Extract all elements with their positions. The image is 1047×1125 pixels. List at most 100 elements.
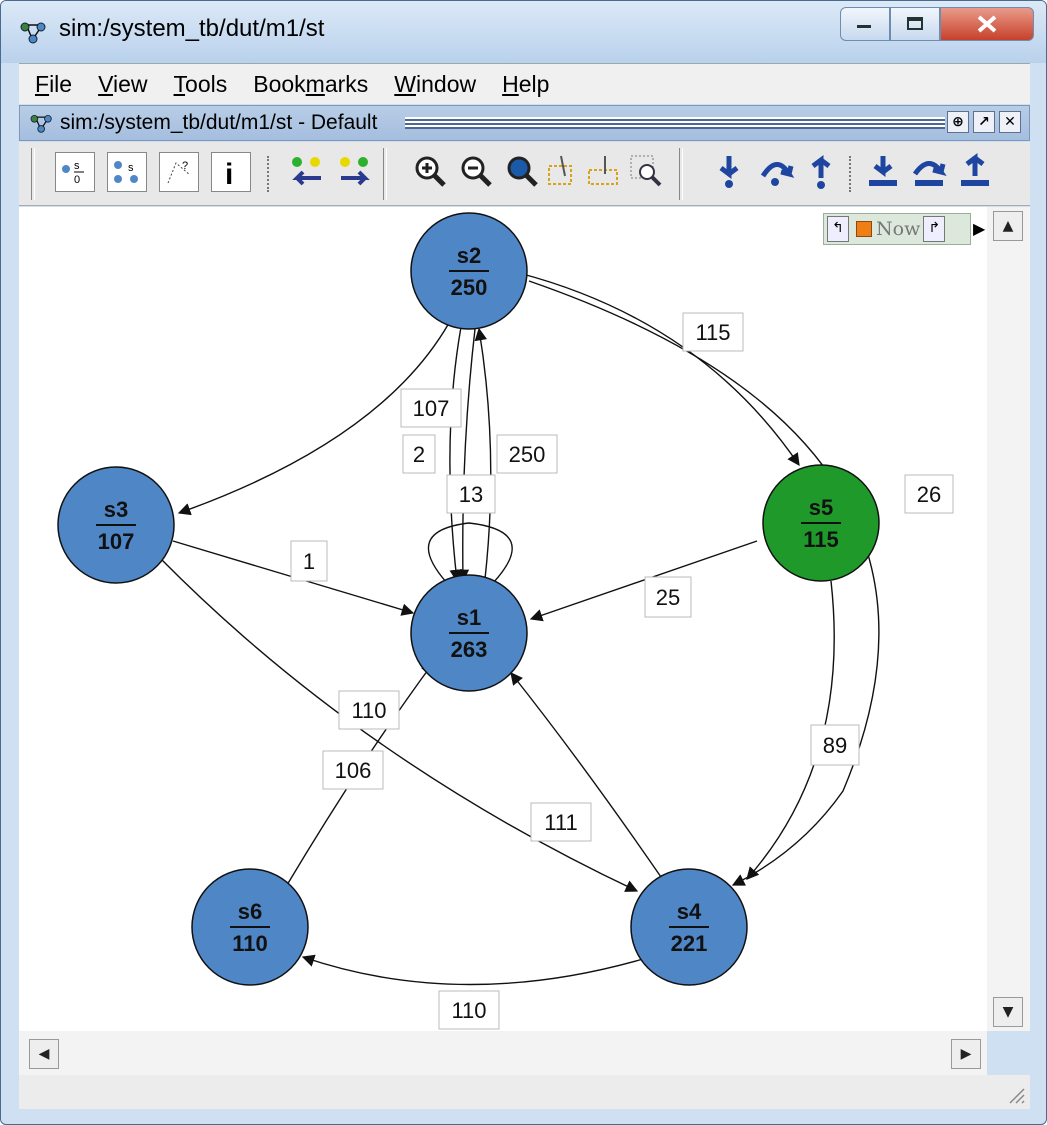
transition-counts-button[interactable]: ? [159,152,199,192]
menu-file-mnemonic: F [35,70,50,97]
vertical-scrollbar[interactable]: ▲ ▼ [987,207,1030,1031]
menu-view[interactable]: View [98,71,147,98]
zoom-in-button[interactable] [411,152,451,192]
step-out-button[interactable] [801,152,841,192]
menu-window-mnemonic: W [394,70,417,97]
zoom-region-button[interactable] [585,152,625,192]
edge-label-s1-self[interactable]: 13 [446,474,496,514]
state-node-s3[interactable]: s3 107 [57,466,175,584]
edge-label-s2-s4[interactable]: 26 [904,474,954,514]
pane-undock-button[interactable]: ↗ [973,111,995,133]
menu-tools[interactable]: Tools [174,71,228,98]
menu-bookmarks[interactable]: Bookmarks [253,71,368,98]
zoom-out-button[interactable] [457,152,497,192]
next-state-button[interactable] [335,152,375,192]
step-into-all-button[interactable] [863,152,903,192]
edge-label-text: 25 [656,585,680,610]
resize-grip-icon[interactable] [1004,1083,1026,1105]
pane-title: sim:/system_tb/dut/m1/st - Default [60,111,378,134]
step-over-all-button[interactable] [909,152,949,192]
menu-help-mnemonic: H [502,70,519,97]
edge-s2-s4 [528,280,880,886]
show-transitions-button[interactable]: s [107,152,147,192]
edge-label-s3-s1[interactable]: 1 [290,540,328,582]
maximize-icon [907,17,923,30]
edge-label-s2-s1-small[interactable]: 2 [402,434,436,474]
zoom-out-icon [461,156,492,187]
state-node-s6[interactable]: s6 110 [191,868,309,986]
edge-label-text: 106 [335,758,372,783]
close-icon: ✕ [1004,114,1016,130]
title-bar[interactable]: sim:/system_tb/dut/m1/st [1,1,1046,63]
state-node-s5[interactable]: s5 115 [762,464,880,582]
info-button[interactable]: i [211,152,251,192]
state-count: 221 [671,931,708,956]
minimize-button[interactable] [840,7,890,41]
zoom-selection-icon [548,155,572,185]
state-count-icon: s0 [62,160,84,186]
edge-label-s1-s2[interactable]: 250 [496,434,558,474]
pane-close-button[interactable]: ✕ [999,111,1021,133]
edge-label-s2-s1-left[interactable]: 107 [400,388,462,428]
zoom-full-icon [507,156,538,187]
step-into-icon [719,156,739,188]
edge-label-s5-s4[interactable]: 89 [810,724,860,766]
svg-text:s: s [128,162,134,174]
expand-right-icon[interactable]: ▶ [973,219,986,238]
state-node-s4[interactable]: s4 221 [630,868,748,986]
state-diagram-canvas[interactable]: 115 107 2 250 13 26 1 25 110 106 89 111 … [19,207,987,1031]
edge-label-s6-s1[interactable]: 106 [322,750,384,790]
edge-label-s4-s6[interactable]: 110 [438,990,500,1030]
edge-s2-s5 [518,272,800,467]
next-time-button[interactable]: ↱ [923,216,946,242]
edge-label-s3-s4[interactable]: 110 [338,690,400,730]
next-state-icon [340,157,370,186]
pane-zoom-button[interactable]: ⊕ [947,111,969,133]
previous-state-icon [292,157,321,186]
edge-s2-s3 [177,322,450,516]
window-title: sim:/system_tb/dut/m1/st [59,15,325,42]
edge-label-text: 13 [459,482,483,507]
zoom-selection-button[interactable] [543,152,583,192]
menu-view-label: iew [113,70,148,97]
state-name: s3 [104,497,128,522]
scroll-down-button[interactable]: ▼ [993,997,1023,1027]
zoom-full-button[interactable] [503,152,543,192]
toolbar-separator [267,156,270,192]
edge-s4-s6 [301,954,644,986]
state-diagram: 115 107 2 250 13 26 1 25 110 106 89 111 … [57,212,954,1030]
close-button[interactable] [940,7,1034,41]
zoom-fit-button[interactable] [627,152,667,192]
arrow-left-icon: ◀ [38,1046,50,1062]
state-name: s4 [677,899,702,924]
menu-file[interactable]: File [35,71,72,98]
state-machine-icon [20,22,46,44]
step-over-button[interactable] [757,152,797,192]
step-into-button[interactable] [709,152,749,192]
edge-label-s2-s5[interactable]: 115 [682,312,744,352]
pane-title-bar[interactable]: sim:/system_tb/dut/m1/st - Default ⊕ ↗ ✕ [19,105,1030,141]
maximize-button[interactable] [890,7,940,41]
state-count: 110 [232,931,268,956]
previous-time-button[interactable]: ↰ [827,216,849,242]
scroll-left-button[interactable]: ◀ [29,1039,59,1069]
edge-label-s5-s1[interactable]: 25 [644,576,692,618]
toolbar-separator [31,148,35,200]
edge-label-text: 250 [509,442,546,467]
zoom-fit-icon [630,155,662,187]
scroll-up-button[interactable]: ▲ [993,211,1023,241]
menu-window[interactable]: Window [394,71,476,98]
pane-drag-handle[interactable] [405,117,945,129]
edge-label-s4-s1[interactable]: 111 [530,802,592,842]
edge-label-text: 107 [413,396,450,421]
scroll-right-button[interactable]: ▶ [951,1039,981,1069]
state-node-s2[interactable]: s2 250 [410,212,528,330]
horizontal-scrollbar[interactable]: ◀ ▶ [19,1031,987,1075]
zoom-in-icon [415,156,446,187]
menu-help[interactable]: Help [502,71,549,98]
step-out-all-button[interactable] [955,152,995,192]
previous-state-button[interactable] [287,152,327,192]
state-node-s1[interactable]: s1 263 [410,574,528,692]
